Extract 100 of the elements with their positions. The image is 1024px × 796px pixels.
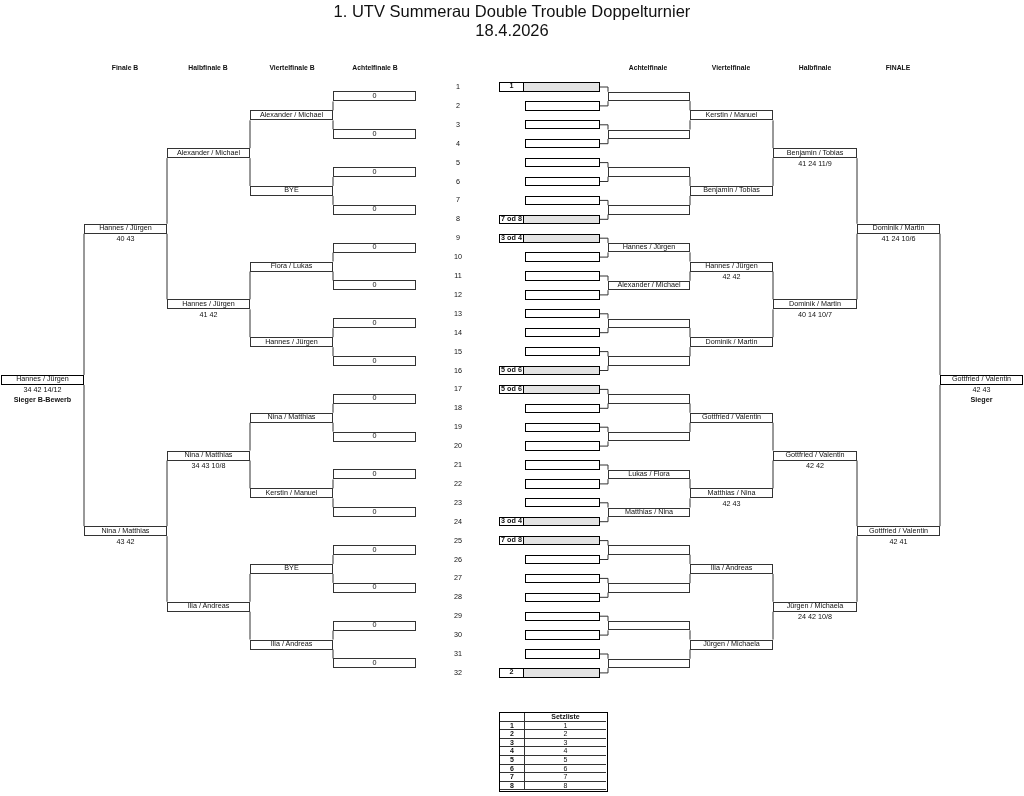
bracket-slot <box>333 507 416 518</box>
bracket-slot <box>250 110 333 121</box>
bracket-line <box>599 313 609 320</box>
bracket-slot <box>773 148 857 159</box>
bracket-line <box>856 535 858 603</box>
bracket-line <box>689 271 691 282</box>
bracket-slot <box>333 91 416 102</box>
bracket-slot <box>690 261 773 272</box>
bracket-slot <box>608 469 690 480</box>
bracket-line <box>689 327 691 338</box>
bracket-line <box>689 176 691 187</box>
draw-slot <box>525 139 600 149</box>
bracket-slot <box>690 412 773 423</box>
bracket-line <box>599 289 609 296</box>
draw-slot <box>499 365 600 376</box>
bracket-slot <box>608 545 690 555</box>
bracket-line <box>332 327 334 338</box>
bracket-slot <box>84 526 167 537</box>
bracket-slot <box>250 412 333 423</box>
bracket-slot <box>333 658 416 669</box>
bracket-line <box>332 346 334 357</box>
draw-slot <box>499 668 600 678</box>
draw-slot <box>499 535 600 546</box>
bracket-line <box>772 308 774 338</box>
draw-slot <box>525 252 600 262</box>
draw-slot <box>525 120 600 130</box>
bracket-slot <box>333 318 416 329</box>
bracket-line <box>599 365 609 371</box>
bracket-line <box>599 540 609 546</box>
bracket-line <box>599 388 609 395</box>
bracket-slot <box>690 488 773 499</box>
bracket-line <box>599 214 609 220</box>
bracket-line <box>83 384 85 527</box>
bracket-slot <box>690 639 773 650</box>
bracket-line <box>599 478 609 485</box>
bracket-line <box>332 497 334 508</box>
bracket-slot <box>857 223 940 234</box>
bracket-slot <box>608 205 690 215</box>
bracket-line <box>599 629 609 636</box>
bracket-slot <box>250 563 333 574</box>
draw-slot <box>525 498 600 508</box>
bracket-line <box>689 195 691 206</box>
bracket-line <box>689 497 691 509</box>
bracket-slot <box>690 185 773 196</box>
bracket-line <box>772 157 774 187</box>
bracket-line <box>332 271 334 281</box>
bracket-slot <box>250 261 333 272</box>
bracket-line <box>599 554 609 560</box>
bracket-slot <box>608 507 690 517</box>
draw-slot <box>525 460 600 470</box>
bracket-line <box>939 233 941 376</box>
bracket-slot <box>250 185 333 196</box>
bracket-line <box>599 464 609 471</box>
bracket-line <box>249 308 251 338</box>
bracket-line <box>332 554 334 565</box>
bracket-line <box>599 100 609 107</box>
draw-slot <box>525 554 600 565</box>
bracket-slot <box>250 488 333 499</box>
draw-slot <box>525 346 600 357</box>
draw-slot <box>499 82 600 92</box>
bracket-line <box>599 86 609 93</box>
bracket-slot <box>608 91 690 102</box>
bracket-line <box>689 100 691 111</box>
bracket-line <box>599 162 609 168</box>
bracket-line <box>772 422 774 452</box>
bracket-line <box>332 478 334 489</box>
draw-slot <box>525 101 600 111</box>
bracket-line <box>599 577 609 584</box>
bracket-line <box>249 422 251 452</box>
bracket-slot <box>84 223 167 234</box>
title: 1. UTV Summerau Double Trouble Doppelturnier <box>332 2 692 21</box>
draw-slot <box>499 384 600 395</box>
winner-slot <box>1 374 84 385</box>
bracket-slot <box>167 601 250 612</box>
bracket-slot <box>333 129 416 140</box>
bracket-line <box>689 346 691 357</box>
bracket-slot <box>250 639 333 650</box>
bracket-slot <box>608 658 690 669</box>
bracket-line <box>772 119 774 149</box>
bracket-line <box>689 403 691 414</box>
draw-slot <box>525 611 600 621</box>
bracket-line <box>332 403 334 414</box>
bracket-line <box>166 535 168 603</box>
bracket-line <box>599 440 609 447</box>
bracket-line <box>166 233 168 300</box>
bracket-line <box>166 460 168 527</box>
bracket-slot <box>167 450 250 461</box>
bracket-slot <box>333 393 416 404</box>
bracket-line <box>332 119 334 130</box>
bracket-slot <box>333 431 416 442</box>
bracket-line <box>599 327 609 334</box>
bracket-slot <box>608 318 690 328</box>
bracket-slot <box>333 620 416 631</box>
bracket-line <box>599 251 609 258</box>
bracket-line <box>599 275 609 282</box>
draw-slot <box>525 592 600 602</box>
bracket-slot <box>608 242 690 253</box>
bracket-slot <box>773 450 857 461</box>
bracket-slot <box>333 167 416 178</box>
bracket-slot <box>608 356 690 366</box>
